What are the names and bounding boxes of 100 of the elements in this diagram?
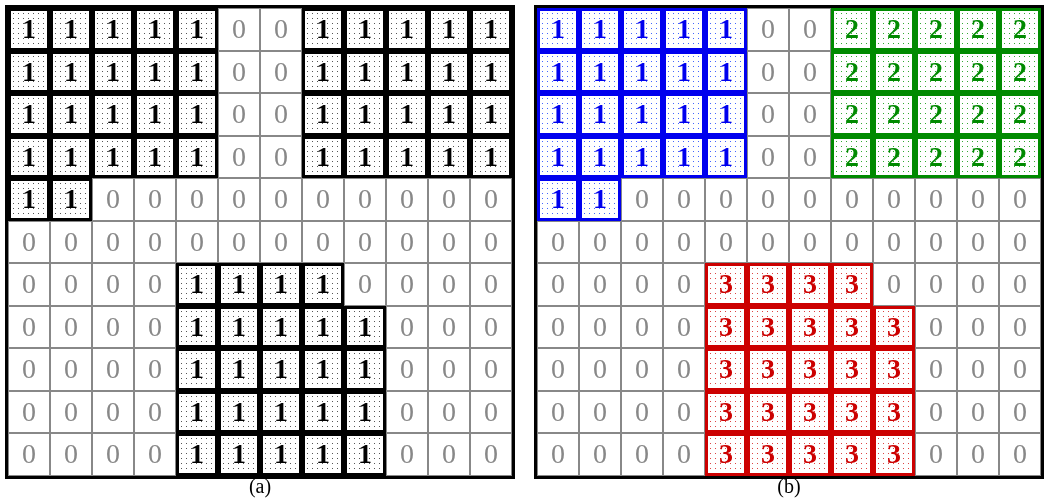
table-cell: 1 [302,93,344,136]
table-cell: 0 [831,220,873,263]
table-cell: 1 [537,93,579,136]
table-cell: 1 [621,93,663,136]
table-cell: 2 [873,50,915,93]
table-cell: 1 [344,93,386,136]
table-cell: 3 [747,433,789,476]
table-cell: 1 [8,93,50,136]
table-cell: 1 [579,50,621,93]
table-cell: 1 [8,8,50,51]
table-cell: 1 [176,135,218,178]
table-cell: 0 [50,433,92,476]
table-cell: 0 [621,178,663,221]
table-cell: 1 [663,50,705,93]
table-cell: 1 [50,8,92,51]
table-cell: 0 [999,305,1041,348]
table-cell: 0 [134,305,176,348]
table-cell: 0 [218,178,260,221]
table-cell: 1 [537,135,579,178]
table-cell: 1 [260,305,302,348]
table-cell: 0 [747,93,789,136]
table-cell: 3 [873,433,915,476]
table-cell: 1 [50,93,92,136]
table-cell: 0 [579,263,621,306]
table-cell: 0 [999,178,1041,221]
table-cell: 1 [176,93,218,136]
table-cell: 0 [537,390,579,433]
table-cell: 0 [999,433,1041,476]
table-cell: 3 [747,263,789,306]
table-cell: 0 [218,50,260,93]
table-cell: 0 [579,390,621,433]
table-cell: 0 [579,305,621,348]
table-cell: 0 [218,135,260,178]
table-cell: 0 [957,178,999,221]
table-cell: 1 [579,135,621,178]
table-cell: 0 [302,220,344,263]
table-cell: 3 [831,433,873,476]
table-cell: 1 [176,263,218,306]
table-cell: 0 [218,8,260,51]
table-cell: 1 [579,8,621,51]
table-cell: 1 [8,178,50,221]
table-cell: 1 [537,8,579,51]
table-cell: 1 [260,390,302,433]
table-cell: 1 [344,390,386,433]
table-cell: 0 [428,263,470,306]
table-cell: 1 [663,8,705,51]
table-cell: 1 [176,433,218,476]
table-cell: 0 [386,390,428,433]
table-cell: 1 [428,50,470,93]
table-cell: 2 [957,135,999,178]
table-cell: 1 [176,50,218,93]
table-cell: 1 [8,50,50,93]
table-cell: 0 [663,263,705,306]
table-cell: 1 [218,433,260,476]
table-cell: 0 [134,263,176,306]
table-cell: 0 [915,220,957,263]
table-cell: 1 [344,348,386,391]
table-cell: 0 [50,305,92,348]
table-cell: 3 [831,390,873,433]
table-cell: 2 [831,8,873,51]
table-cell: 1 [621,50,663,93]
table-cell: 0 [579,220,621,263]
table-cell: 0 [386,305,428,348]
table-cell: 1 [344,135,386,178]
table-cell: 1 [386,8,428,51]
table-cell: 1 [218,348,260,391]
table-cell: 0 [92,348,134,391]
table-cell: 0 [386,263,428,306]
table-cell: 1 [218,390,260,433]
table-cell: 1 [302,305,344,348]
table-cell: 1 [302,263,344,306]
table-cell: 3 [831,263,873,306]
table-cell: 1 [621,135,663,178]
table-cell: 2 [915,8,957,51]
table-cell: 0 [50,348,92,391]
table-cell: 0 [873,263,915,306]
table-cell: 1 [470,8,512,51]
table-cell: 0 [8,348,50,391]
table-cell: 1 [260,263,302,306]
table-cell: 1 [579,93,621,136]
table-cell: 1 [579,178,621,221]
table-cell: 1 [134,8,176,51]
figure-caption: (b) [776,475,802,496]
table-cell: 1 [176,305,218,348]
table-cell: 0 [789,50,831,93]
table-cell: 0 [747,135,789,178]
table-cell: 2 [873,93,915,136]
table-cell: 0 [915,305,957,348]
table-cell: 3 [747,390,789,433]
table-cell: 0 [344,178,386,221]
table-cell: 2 [831,93,873,136]
table-cell: 0 [957,305,999,348]
table-cell: 2 [831,50,873,93]
table-cell: 0 [50,390,92,433]
table-cell: 3 [873,348,915,391]
table-cell: 1 [302,135,344,178]
table-cell: 1 [134,135,176,178]
table-cell: 0 [831,178,873,221]
table-cell: 1 [621,8,663,51]
table-cell: 0 [470,178,512,221]
